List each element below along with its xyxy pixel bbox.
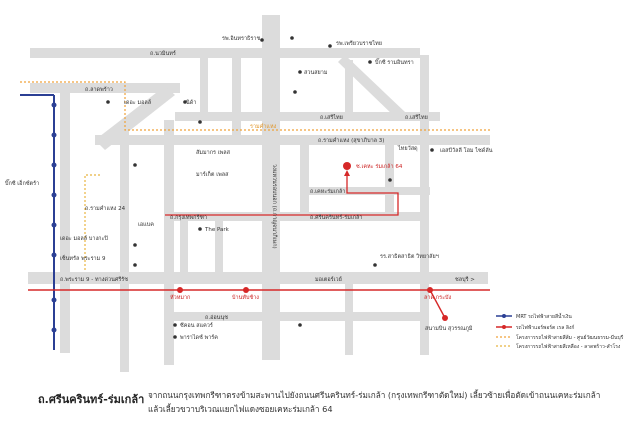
- label-chonburi: ชลบุรี >: [455, 276, 475, 283]
- mrt-station: [51, 297, 57, 303]
- place-esplanade: เอสบีวัลลี โฮม ไซด์ลัน: [440, 146, 493, 154]
- road-vertical-7: [180, 220, 188, 275]
- road-vertical-5: [420, 55, 429, 355]
- arl-station-hua-mak: [177, 287, 183, 293]
- label-ban-thap-chang: บ้านทับช้าง: [232, 294, 259, 301]
- road-vertical-9: [200, 55, 208, 115]
- road-srinakarin: [164, 120, 174, 365]
- road-vertical-2: [232, 55, 241, 135]
- label-krungthep-kreetha: ถ.กรุงเทพกรีฑา: [170, 214, 207, 221]
- label-serithai-w: ถ.เสรีไทย: [320, 114, 343, 121]
- mrt-station: [51, 327, 57, 333]
- road-ramkhamhaeng-west: [120, 130, 129, 375]
- label-serithai-e: ถ.เสรีไทย: [405, 114, 428, 121]
- road-vertical-3: [300, 140, 309, 220]
- place-bigc-extra: บิ๊กซี เอ็กซ์ตร้า: [4, 179, 39, 187]
- mrt-station: [51, 162, 57, 168]
- road-ramkhamhaeng: [95, 135, 490, 145]
- footer-description: จากถนนกรุงเทพกรีฑาตรงข้ามสะพานไปยังถนนศร…: [148, 388, 618, 416]
- arl-line-branch: [429, 289, 446, 319]
- footer-title: ถ.ศรีนครินทร์-ร่มเกล้า: [38, 393, 145, 406]
- legend-arl: รถไฟฟ้าแอร์พอร์ต เรล ลิงก์: [516, 324, 574, 331]
- mrt-station: [51, 132, 57, 138]
- place-themall-bangkapi: เดอะ มอลล์ บางกะปิ: [60, 235, 108, 242]
- mrt-stations: [51, 102, 57, 333]
- arl-station-lat-krabang: [427, 287, 433, 293]
- mrt-station: [51, 102, 57, 108]
- label-nawamin: ถ.นวมินทร์: [150, 50, 176, 57]
- road-diagonal: [95, 86, 175, 150]
- road-nawamin-top: [30, 48, 420, 58]
- place-ekamai: เอแบค: [138, 222, 154, 228]
- label-rama9: ถ.พระราม 9 - ทางด่วนศรีรัช: [60, 276, 128, 283]
- mrt-station: [51, 252, 57, 258]
- road-krungthep-kreetha: [165, 212, 420, 221]
- orange-line: [20, 81, 490, 131]
- mrt-station: [51, 222, 57, 228]
- label-lat-krabang: ลาด กระบัง: [424, 294, 452, 301]
- place-themall: เดอะ มอลล์: [124, 99, 151, 106]
- road-kanchanaphisek: [262, 15, 280, 360]
- footer-desc-line2: แล้วเลี้ยวขวาบริเวณแยกไฟแดงซอยเคหะร่มเกล…: [148, 404, 333, 414]
- road-diagonal-ne: [338, 55, 405, 118]
- route-arrowhead: [344, 170, 350, 176]
- arl-stations: [177, 287, 448, 321]
- legend: MRT รถไฟฟ้าสายสีน้ำเงิน รถไฟฟ้าแอร์พอร์ต…: [496, 311, 624, 350]
- label-ramkhamhaeng: ถ.รามคำแหง (สุขาภิบาล 3): [318, 137, 384, 144]
- road-kehromklao: [300, 187, 430, 195]
- place-phayathai: รพ.เพรียวบราชไทย: [336, 40, 382, 47]
- road-vertical-8: [215, 220, 223, 275]
- label-project: ซ.เคหะ ร่มเกล้า 64: [356, 163, 403, 170]
- label-ramkhamhaeng-station: รามคำแหง: [250, 123, 277, 130]
- label-srinakarin-romklao: ถ.ศรีนครินทร์-ร่มเกล้า: [310, 214, 363, 221]
- road-srinakarin-west: [60, 88, 70, 353]
- place-ramkhamhaeng-park: รร.สาธิตสาธิต วิทยาลัยฯ: [380, 253, 439, 260]
- yellow-line: [84, 174, 100, 270]
- road-network: [28, 15, 490, 375]
- legend-orange: โครงการรถไฟฟ้าสายสีส้ม - ศูนย์วัฒนธรรม-ม…: [516, 334, 624, 341]
- label-kehromklao: ถ.เคหะร่มเกล้า: [310, 188, 345, 195]
- road-vertical-10: [345, 280, 353, 355]
- mrt-station: [51, 192, 57, 198]
- legend-mrt: MRT รถไฟฟ้าสายสีน้ำเงิน: [516, 311, 572, 320]
- place-paradise: พาราไดซ์ พาร์ค: [180, 334, 218, 341]
- place-bigc-ramintra: บิ๊กซี รามอินทรา: [374, 58, 413, 66]
- place-ramkhamhaeng-hosp: ไทยวัสดุ: [397, 145, 418, 152]
- label-suvarnabhumi: สนามบิน สุวรรณภูมิ: [425, 325, 473, 332]
- place-dusit: สวนสยาม: [304, 69, 328, 76]
- label-hua-mak: หัวหมาก: [170, 294, 190, 301]
- label-motorway: มอเตอร์เวย์: [315, 276, 342, 283]
- place-the-park: The Park: [204, 227, 230, 233]
- footer: ถ.ศรีนครินทร์-ร่มเกล้า จากถนนกรุงเทพกรีฑ…: [0, 372, 640, 427]
- place-nida: นิด้า: [185, 99, 196, 106]
- place-market2: มาร์เก็ต เพลส: [196, 170, 229, 178]
- arl-station-ban-thap-chang: [243, 287, 249, 293]
- footer-desc-line1: จากถนนกรุงเทพกรีฑาตรงข้ามสะพานไปยังถนนศร…: [148, 390, 601, 400]
- arl-station-suvarnabhumi: [442, 315, 448, 321]
- road-onnut: [165, 312, 420, 321]
- place-serithai-park: สัมมากร เพลส: [196, 149, 231, 156]
- label-kanchanaphisek: วงแหวนรอบนอก (ถ.กาญจนาภิเษก): [271, 164, 278, 249]
- place-citypark: ซีคอน สแควร์: [180, 322, 213, 329]
- road-rama9: [28, 272, 488, 284]
- road-vertical-6: [345, 60, 353, 120]
- legend-yellow: โครงการรถไฟฟ้าสายสีเหลือง - ลาดพร้าว-สำโ…: [516, 343, 621, 350]
- road-serithai: [175, 112, 440, 121]
- project-marker: [343, 162, 351, 170]
- label-onnut: ถ.อ่อนนุช: [205, 314, 228, 321]
- label-ladprao: ถ.ลาดพร้าว: [85, 86, 113, 93]
- place-lamphun: เซ็นทรัล พระราม 9: [60, 254, 106, 262]
- place-intharat: รพ.อินทราธิราช: [222, 35, 260, 42]
- road-ladprao: [30, 83, 180, 93]
- route-path: [165, 172, 399, 216]
- landmark-dots: [106, 36, 434, 339]
- label-ramkhamhaeng-24: ถ.รามคำแหง 24: [85, 205, 126, 212]
